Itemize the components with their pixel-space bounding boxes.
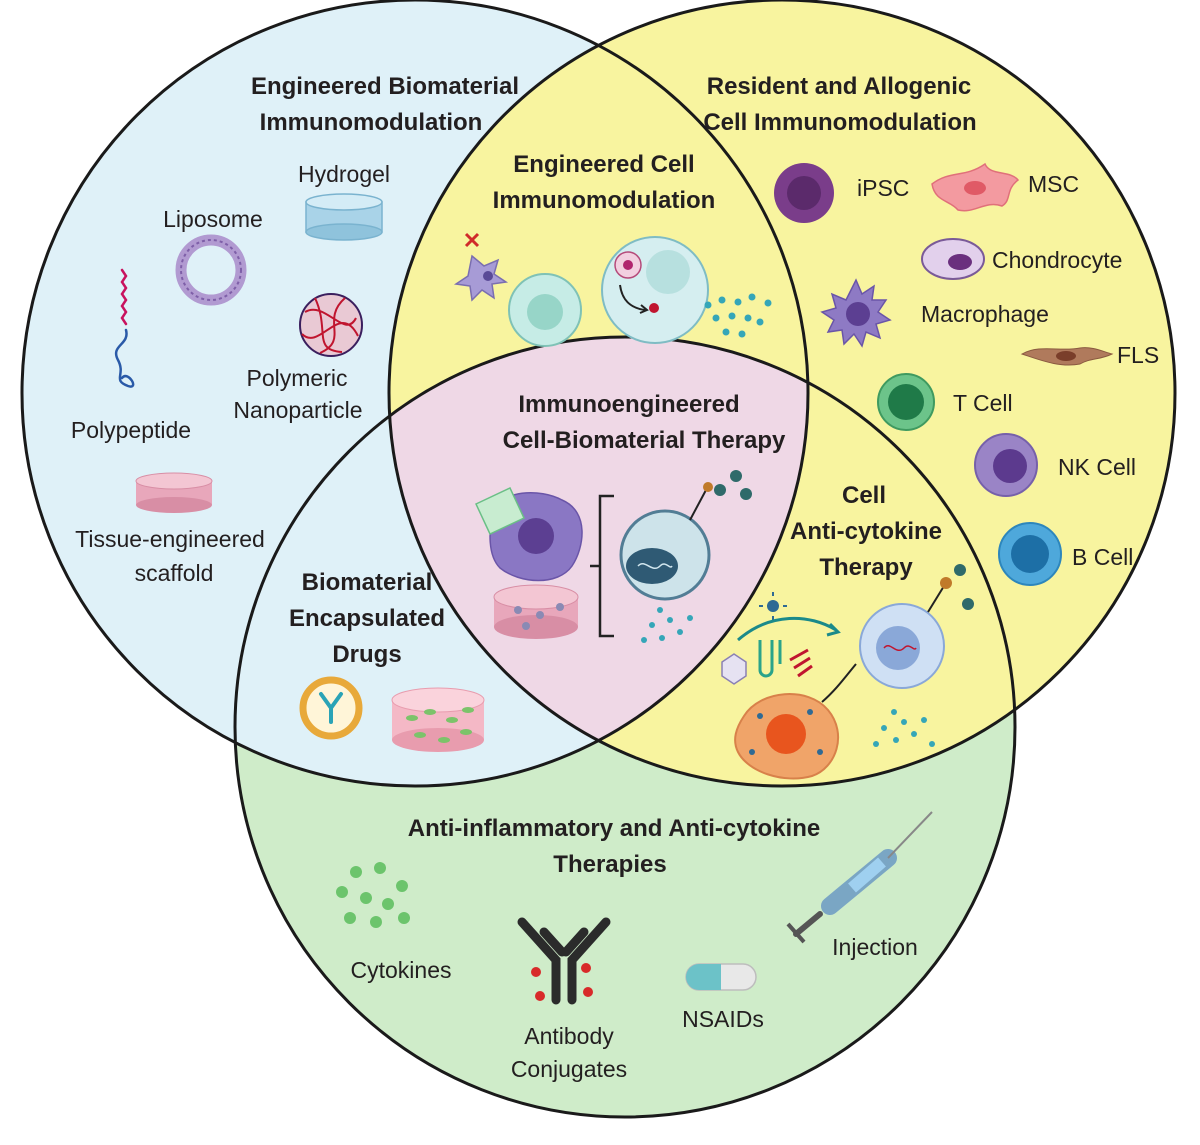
- infection-arrow-icon: [821, 663, 857, 703]
- macrophage-biomaterial-icon: [475, 487, 583, 582]
- engineered-cell-icon: [508, 273, 582, 347]
- therapy-title-line2: Therapies: [553, 851, 666, 878]
- syringe-icon: [786, 811, 933, 944]
- cell-circle-outline: [387, 0, 1177, 788]
- encapsulated-drugs-title-line3: Drugs: [332, 641, 401, 668]
- polymeric-nanoparticle-label-line2: Nanoparticle: [233, 397, 362, 423]
- b-cell-label: B Cell: [1072, 544, 1133, 570]
- scaffold-label-line2: scaffold: [135, 560, 214, 586]
- liposome-label: Liposome: [163, 206, 263, 232]
- msc-label: MSC: [1028, 171, 1079, 197]
- biomaterial-title-line1: Engineered Biomaterial: [251, 73, 519, 100]
- antibody-label-line1: Antibody: [524, 1023, 614, 1049]
- ipsc-icon: [774, 163, 834, 223]
- engineered-cell-with-dna-icon: [619, 470, 752, 601]
- hydrogel-icon: [305, 193, 383, 241]
- hydrogel-label: Hydrogel: [298, 161, 390, 187]
- drug-loaded-hydrogel-icon: [391, 687, 485, 752]
- therapy-title-line1: Anti-inflammatory and Anti-cytokine: [408, 815, 820, 842]
- center-title-line2: Cell-Biomaterial Therapy: [503, 427, 786, 454]
- center-icons: [475, 470, 752, 643]
- center-cytokine-dots-icon: [641, 607, 693, 643]
- polymeric-nanoparticle-label-line1: Polymeric: [247, 365, 348, 391]
- antibody-liposome-icon: [299, 676, 363, 740]
- biomaterial-title-line2: Immunomodulation: [260, 109, 483, 136]
- t-cell-icon: [877, 373, 935, 431]
- transfected-cell-icon: [859, 564, 974, 689]
- anticytokine-dots-icon: [873, 709, 935, 747]
- cytokine-dots-icon: [704, 293, 772, 338]
- liposome-icon: [175, 234, 247, 306]
- cytokines-icon: [336, 862, 410, 928]
- scaffold-label-line1: Tissue-engineered: [75, 526, 265, 552]
- infected-cell-icon: [734, 693, 839, 780]
- therapy-circle-outline: [233, 335, 1017, 1119]
- cell-title-line1: Resident and Allogenic: [707, 73, 971, 100]
- injection-label: Injection: [832, 934, 918, 960]
- engineered-cell-icons: [453, 232, 772, 347]
- virus-particle-icon: [759, 592, 787, 620]
- cellular-scaffold-icon: [493, 584, 579, 639]
- nsaid-pill-icon: [685, 963, 757, 991]
- cell-anticytokine-title-line1: Cell: [842, 482, 886, 509]
- encapsulated-drugs-title-line1: Biomaterial: [302, 569, 433, 596]
- cell-anticytokine-icons: [721, 564, 974, 780]
- scaffold-icon: [135, 472, 213, 513]
- fls-label: FLS: [1117, 342, 1159, 368]
- dendritic-cell-icon: [453, 232, 509, 302]
- gene-vector-icon: [721, 640, 813, 685]
- nk-cell-label: NK Cell: [1058, 454, 1136, 480]
- delivery-arrow-icon: [737, 616, 837, 642]
- bracket-icon: [590, 494, 614, 638]
- chondrocyte-label: Chondrocyte: [992, 247, 1122, 273]
- fls-icon: [1020, 347, 1114, 366]
- macrophage-icon: [820, 278, 892, 348]
- macrophage-label: Macrophage: [921, 301, 1049, 327]
- cell-title-line2: Cell Immunomodulation: [703, 109, 976, 136]
- biomaterial-circle-outline: [20, 0, 810, 788]
- nk-cell-icon: [974, 433, 1038, 497]
- msc-icon: [931, 162, 1020, 212]
- cell-anticytokine-title-line2: Anti-cytokine: [790, 518, 942, 545]
- ipsc-label: iPSC: [857, 175, 909, 201]
- chondrocyte-icon: [921, 238, 985, 280]
- engineered-cell-title-line1: Engineered Cell: [513, 151, 694, 178]
- polypeptide-label: Polypeptide: [71, 417, 191, 443]
- engineered-cell-title-line2: Immunomodulation: [493, 187, 716, 214]
- antibody-conjugate-icon: [517, 917, 611, 1005]
- nsaids-label: NSAIDs: [682, 1006, 764, 1032]
- antibody-label-line2: Conjugates: [511, 1056, 627, 1082]
- gene-edited-cell-icon: [601, 236, 709, 344]
- cell-anticytokine-title-line3: Therapy: [819, 554, 913, 581]
- encapsulated-drugs-title-line2: Encapsulated: [289, 605, 445, 632]
- t-cell-label: T Cell: [953, 390, 1013, 416]
- b-cell-icon: [998, 522, 1062, 586]
- cytokines-label: Cytokines: [351, 957, 452, 983]
- polypeptide-icon: [114, 268, 135, 388]
- center-title-line1: Immunoengineered: [518, 391, 739, 418]
- polymeric-nanoparticle-icon: [299, 293, 363, 357]
